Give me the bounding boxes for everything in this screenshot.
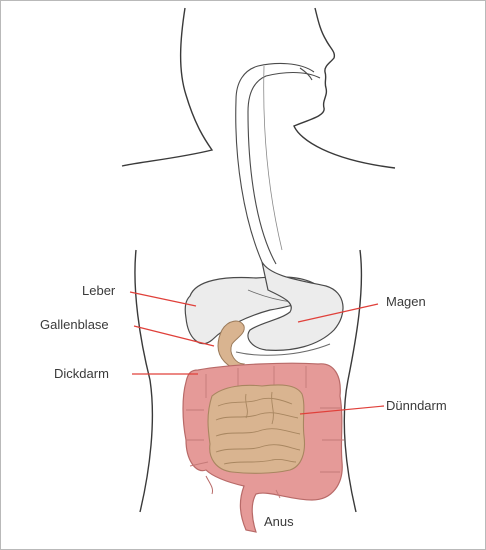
esophagus xyxy=(236,64,320,264)
label-dickdarm: Dickdarm xyxy=(54,366,109,381)
label-leber: Leber xyxy=(82,283,115,298)
label-duenndarm: Dünndarm xyxy=(386,398,447,413)
small-intestine-shape xyxy=(208,385,304,473)
label-gallenblase: Gallenblase xyxy=(40,317,109,332)
label-anus: Anus xyxy=(264,514,294,529)
label-magen: Magen xyxy=(386,294,426,309)
leader-line-leber xyxy=(130,292,196,306)
